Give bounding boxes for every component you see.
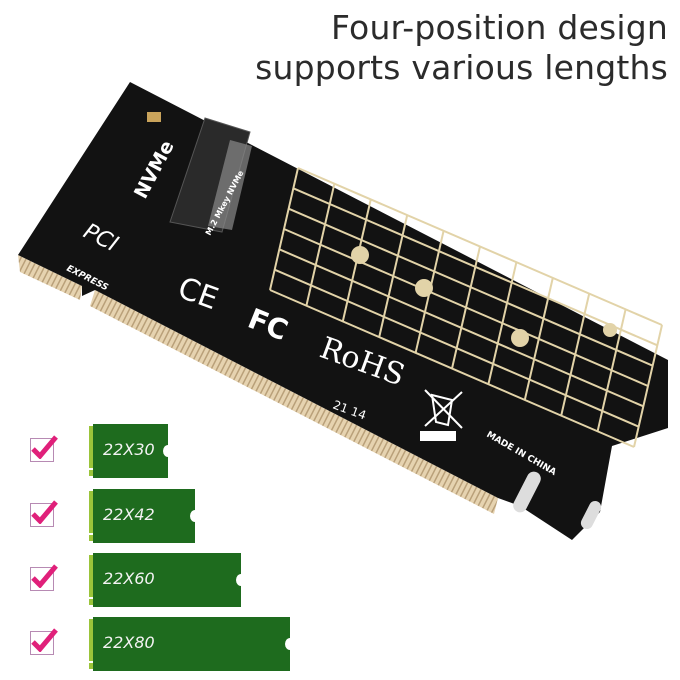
- checkmark-icon: [31, 628, 58, 652]
- ssd-card-22x80: 22X80: [89, 617, 295, 671]
- ssd-screw-notch: [190, 510, 200, 522]
- checkmark-icon: [31, 500, 58, 524]
- led-component: [147, 112, 161, 122]
- ssd-card-22x30: 22X30: [89, 424, 173, 478]
- ssd-size-label: 22X80: [103, 633, 155, 652]
- headline-line-1: Four-position design: [331, 8, 668, 47]
- grid-line: [284, 229, 648, 386]
- ssd-screw-notch: [163, 445, 173, 457]
- ssd-contact-edge: [89, 470, 93, 476]
- weee-bin-icon: [420, 389, 463, 441]
- checkbox-checked: [30, 564, 58, 591]
- ssd-contact-edge: [89, 619, 93, 661]
- standoff-hole: [351, 246, 369, 264]
- ssd-size-label: 22X60: [103, 569, 155, 588]
- grid-line: [275, 270, 639, 427]
- bracket-slot: [580, 500, 602, 530]
- checkmark-icon: [31, 435, 58, 459]
- bracket-slot: [513, 471, 541, 513]
- standoff-hole: [603, 323, 617, 337]
- ssd-screw-notch: [285, 638, 295, 650]
- ssd-contact-edge: [89, 663, 93, 669]
- headline-line-2: supports various lengths: [255, 48, 668, 87]
- gold-fingers-long: [90, 290, 498, 514]
- headline: Four-position design supports various le…: [255, 8, 668, 88]
- standoff-hole: [511, 329, 529, 347]
- grid-line: [279, 249, 643, 406]
- ssd-contact-edge: [89, 555, 93, 597]
- ssd-card-22x60: 22X60: [89, 553, 246, 607]
- checkbox-checked: [30, 500, 58, 527]
- ssd-size-label: 22X30: [103, 440, 155, 459]
- ssd-contact-edge: [89, 599, 93, 605]
- ssd-contact-edge: [89, 426, 93, 468]
- grid-line: [298, 168, 662, 325]
- grid-line: [289, 209, 653, 366]
- checkbox-checked: [30, 435, 58, 462]
- ssd-screw-notch: [236, 574, 246, 586]
- ssd-contact-edge: [89, 535, 93, 541]
- checkmark-icon: [31, 564, 58, 588]
- grid-line: [293, 188, 657, 345]
- m2-slot-pins: [208, 140, 252, 230]
- gold-fingers-short: [18, 255, 82, 300]
- checkbox-checked: [30, 628, 58, 655]
- mounting-grid: [270, 168, 662, 447]
- ssd-card-22x42: 22X42: [89, 489, 200, 543]
- ssd-size-label: 22X42: [103, 505, 155, 524]
- grid-line: [270, 290, 634, 447]
- ssd-contact-edge: [89, 491, 93, 533]
- standoff-hole: [415, 279, 433, 297]
